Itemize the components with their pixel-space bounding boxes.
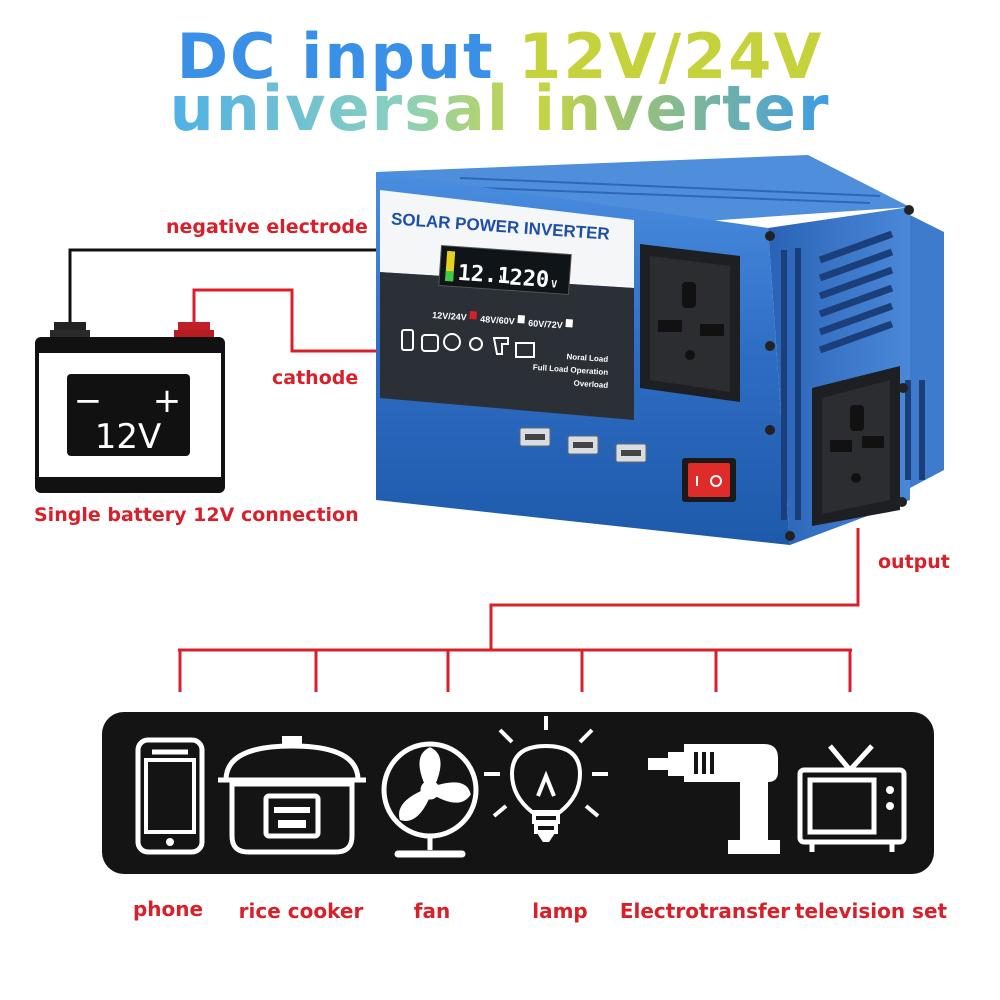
lcd-input-unit: V [499,275,506,286]
phone-icon [135,737,205,855]
output-label: output [878,551,950,573]
device-label-phone: phone [133,897,203,921]
panel-appliance-icons [401,329,535,358]
device-label-lamp: lamp [532,899,588,923]
inverter-screws [765,205,914,541]
voltage-option-12-24: 12V/24V [432,310,467,322]
negative-wire [68,248,378,322]
battery-plus-sign: + [153,381,182,421]
tv-icon [797,744,907,852]
lcd-input-voltage: 12.1 [457,261,512,290]
title-line-1: DC input 12V/24V [177,20,824,93]
output-wiring [178,528,860,692]
device-label-rice-cooker: rice cooker [239,899,364,923]
lamp-icon [484,716,608,842]
voltage-option-48-60: 48V/60V [480,314,515,326]
drill-icon [648,744,780,854]
title-line-2: universal inverter [170,72,831,145]
battery: − + 12V [35,322,225,493]
device-label-fan: fan [414,899,450,923]
title-part-voltage: 12V/24V [518,20,823,93]
negative-electrode-label: negative electrode [166,216,368,238]
battery-voltage-label: 12V [95,417,162,457]
power-switch [682,458,736,502]
voltage-option-60-72: 60V/72V [528,318,563,330]
inverter-side-vents [818,230,894,354]
device-label-television: television set [795,899,948,923]
device-label-electrotransfer: Electrotransfer [620,899,790,923]
battery-minus-sign: − [74,381,103,421]
ac-socket-top [640,244,740,402]
status-overload: Overload [573,379,608,390]
battery-caption: Single battery 12V connection [34,504,359,526]
cathode-label: cathode [272,367,358,389]
battery-label-plate [67,374,190,456]
usb-ports [519,427,647,463]
fan-icon [381,741,479,858]
rice-cooker-icon [218,736,366,855]
inverter: SOLAR POWER INVERTER 12.1 V 220 V 12V/24… [376,155,944,545]
inverter-lcd [438,244,572,296]
lcd-output-voltage: 220 [509,265,550,293]
inverter-control-panel [380,272,634,420]
ac-socket-side [812,366,900,526]
title-part-dc-input: DC input [177,20,519,93]
inverter-side-vents-lower [781,248,925,520]
positive-wire [192,288,378,353]
lcd-output-unit: V [551,279,558,290]
status-normal-load: Noral Load [566,352,608,364]
